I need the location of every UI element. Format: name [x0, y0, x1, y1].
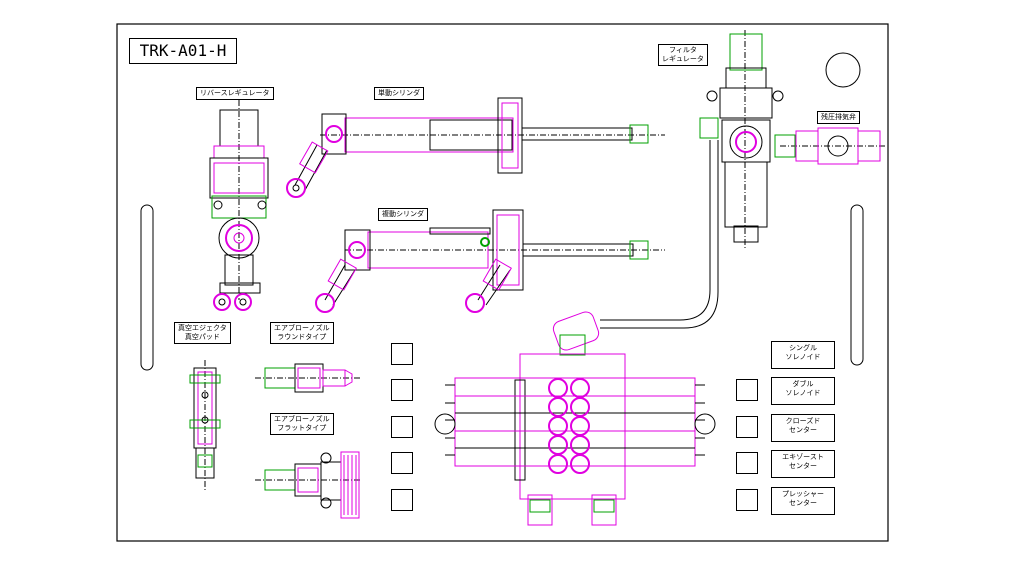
filter-regulator-part [600, 30, 784, 329]
placement-box[interactable] [391, 416, 413, 438]
reverse-regulator-part [209, 100, 269, 311]
valve-type-label: ダブル ソレノイド [771, 377, 835, 405]
placement-box[interactable] [391, 452, 413, 474]
placement-box[interactable] [391, 343, 413, 365]
valve-type-label: エキゾースト センター [771, 450, 835, 478]
blow-nozzle-flat-part [255, 451, 362, 519]
placement-box[interactable] [391, 489, 413, 511]
single-cylinder-part [286, 97, 665, 198]
valve-type-label: シングル ソレノイド [771, 341, 835, 369]
right-slot [850, 204, 864, 366]
vacuum-ejector-part [189, 360, 221, 490]
valve-type-box[interactable] [736, 489, 758, 511]
blow-nozzle-flat-label: エアブローノズル フラットタイプ [270, 413, 334, 435]
valve-type-label: クローズド センター [771, 414, 835, 442]
placement-box[interactable] [391, 379, 413, 401]
blow-nozzle-round-label: エアブローノズル ラウンドタイプ [270, 322, 334, 344]
double-cylinder-label: 複動シリンダ [378, 208, 428, 221]
mount-hole [825, 52, 861, 88]
blow-nozzle-round-part [255, 363, 360, 393]
residual-exhaust-valve-part [774, 127, 885, 165]
valve-type-box[interactable] [736, 452, 758, 474]
filter-regulator-label: フィルタ レギュレータ [658, 44, 708, 66]
residual-exhaust-valve-label: 残圧排気弁 [817, 111, 860, 124]
single-cylinder-label: 単動シリンダ [374, 87, 424, 100]
valve-type-box[interactable] [736, 416, 758, 438]
valve-type-label: プレッシャー センター [771, 487, 835, 515]
model-title: TRK-A01-H [129, 38, 237, 64]
valve-type-box[interactable] [736, 379, 758, 401]
double-cylinder-part [315, 209, 665, 313]
reverse-regulator-label: リバースレギュレータ [196, 87, 274, 100]
valve-manifold-part [434, 311, 716, 526]
vacuum-ejector-label: 真空エジェクタ 真空パッド [174, 322, 231, 344]
left-slot [140, 204, 154, 371]
